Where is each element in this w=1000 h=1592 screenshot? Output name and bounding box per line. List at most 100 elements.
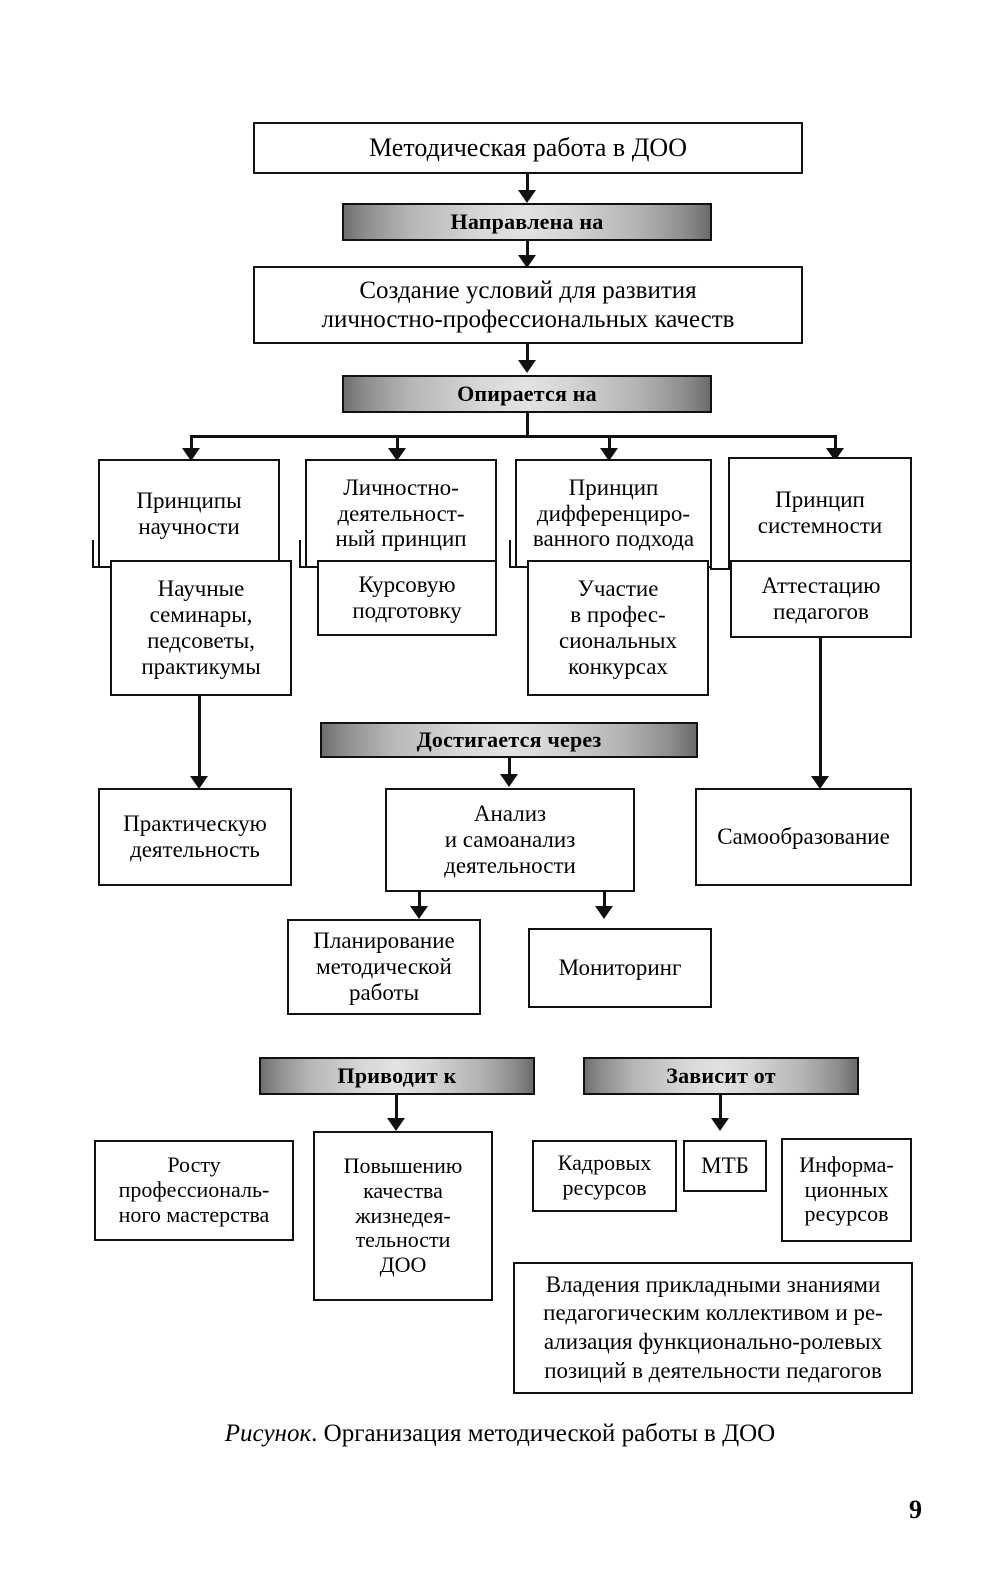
arrow-root-to-aimed bbox=[518, 190, 536, 203]
node-self-education: Самообразование bbox=[695, 788, 912, 886]
sub-scientific-l1: Научные bbox=[157, 576, 245, 602]
principle-scientific-line2: научности bbox=[138, 513, 240, 539]
sub-scientific-l4: практикумы bbox=[141, 653, 261, 679]
node-info-resources: Информа- ционных ресурсов bbox=[781, 1138, 912, 1242]
connector-relies-stem bbox=[526, 413, 529, 437]
node-conditions: Создание условий для развития личностно-… bbox=[253, 266, 803, 344]
practical-activity-l1: Практическую bbox=[123, 811, 267, 837]
sub-personal-l2: подготовку bbox=[352, 598, 462, 623]
arrow-leads-to-quality bbox=[387, 1118, 405, 1131]
principle-scientific-line1: Принципы bbox=[136, 487, 242, 513]
quality-l4: тельности bbox=[355, 1227, 451, 1253]
principle-diff-line3: ванного подхода bbox=[532, 526, 695, 552]
arrow-achieved-to-analysis bbox=[500, 774, 518, 787]
banner-depends-on-label: Зависит от bbox=[666, 1063, 776, 1088]
self-education-label: Самообразование bbox=[717, 823, 890, 849]
node-conditions-line1: Создание условий для развития bbox=[359, 276, 697, 304]
node-principle-personal-activity: Личностно- деятельност- ный принцип bbox=[305, 459, 497, 568]
node-sub-systemic: Аттестацию педагогов bbox=[730, 560, 912, 638]
analysis-l2: и самоанализ bbox=[444, 827, 576, 852]
sub-diff-l1: Участие bbox=[577, 576, 659, 602]
node-root: Методическая работа в ДОО bbox=[253, 122, 803, 174]
principle-diff-line2: дифференциро- bbox=[536, 500, 691, 526]
connector-relies-bus bbox=[190, 435, 836, 438]
page-number: 9 bbox=[909, 1495, 922, 1524]
applied-knowledge-l1: Владения прикладными знаниями bbox=[545, 1271, 881, 1297]
arrow-branch-1 bbox=[182, 448, 200, 461]
connector-analysis-to-planning bbox=[418, 892, 421, 912]
sub-systemic-l2: педагогов bbox=[773, 599, 869, 624]
node-conditions-line2: личностно-профессиональных качеств bbox=[321, 306, 735, 333]
node-sub-differentiated: Участие в профес- сиональных конкурсах bbox=[527, 560, 709, 696]
sub-scientific-l3: педсоветы, bbox=[147, 628, 255, 653]
connector-achieved-to-analysis bbox=[508, 758, 511, 780]
info-resources-l2: ционных bbox=[804, 1176, 889, 1202]
arrow-conditions-to-relies bbox=[518, 360, 536, 373]
connector-leads-to-quality bbox=[395, 1095, 398, 1123]
node-root-label: Методическая работа в ДОО bbox=[369, 132, 687, 162]
sub-diff-l3: сиональных bbox=[559, 628, 677, 653]
node-monitoring: Мониторинг bbox=[528, 928, 712, 1008]
node-analysis: Анализ и самоанализ деятельности bbox=[385, 788, 635, 892]
growth-l2: профессиональ- bbox=[118, 1177, 270, 1203]
quality-l3: жизнедея- bbox=[355, 1202, 451, 1228]
connector-depends-to-mtb bbox=[719, 1095, 722, 1123]
banner-aimed-at-label: Направлена на bbox=[450, 209, 604, 234]
principle-personal-line3: ный принцип bbox=[335, 526, 467, 552]
node-practical-activity: Практическую деятельность bbox=[98, 788, 292, 886]
connector-conditions-to-relies bbox=[526, 344, 529, 368]
info-resources-l1: Информа- bbox=[799, 1151, 894, 1177]
node-applied-knowledge: Владения прикладными знаниями педагогиче… bbox=[513, 1262, 913, 1394]
arrow-branch-2 bbox=[388, 448, 406, 461]
info-resources-l3: ресурсов bbox=[804, 1201, 889, 1227]
connector-branch-2 bbox=[396, 435, 399, 453]
planning-l3: работы bbox=[348, 979, 420, 1005]
planning-l2: методической bbox=[316, 954, 452, 979]
arrow-branch-3 bbox=[600, 448, 618, 461]
banner-relies-on: Опирается на bbox=[342, 375, 712, 413]
node-sub-personal-activity: Курсовую подготовку bbox=[317, 560, 497, 636]
connector-analysis-to-monitoring bbox=[603, 892, 606, 912]
monitoring-label: Мониторинг bbox=[558, 954, 682, 980]
connector-branch-3 bbox=[608, 435, 611, 453]
banner-relies-on-label: Опирается на bbox=[457, 381, 597, 406]
arrow-sub-systemic-to-self-education bbox=[811, 776, 829, 789]
sub-personal-l1: Курсовую bbox=[358, 572, 456, 598]
applied-knowledge-l4: позиций в деятельности педагогов bbox=[544, 1357, 882, 1383]
sub-systemic-l1: Аттестацию bbox=[761, 573, 881, 599]
node-principle-differentiated: Принцип дифференциро- ванного подхода bbox=[515, 459, 712, 568]
connector-sub-scientific-to-practical bbox=[198, 696, 201, 782]
hr-resources-l2: ресурсов bbox=[562, 1175, 647, 1200]
principle-diff-line1: Принцип bbox=[568, 474, 659, 500]
applied-knowledge-l2: педагогическим коллективом и ре- bbox=[543, 1300, 883, 1326]
connector-sub-systemic-to-self-education bbox=[819, 638, 822, 784]
arrow-analysis-to-planning bbox=[410, 906, 428, 919]
banner-depends-on: Зависит от bbox=[583, 1057, 859, 1095]
arrow-aimed-to-conditions bbox=[518, 255, 536, 268]
analysis-l3: деятельности bbox=[444, 852, 576, 878]
analysis-l1: Анализ bbox=[473, 801, 547, 827]
node-sub-scientific: Научные семинары, педсоветы, практикумы bbox=[110, 560, 292, 696]
connector-branch-4 bbox=[834, 435, 837, 453]
node-principle-systemic: Принцип системности bbox=[728, 457, 912, 568]
figure-caption: Рисунок. Организация методической работы… bbox=[0, 1420, 1000, 1448]
node-planning: Планирование методической работы bbox=[287, 919, 481, 1015]
planning-l1: Планирование bbox=[313, 928, 455, 954]
banner-leads-to-label: Приводит к bbox=[337, 1063, 457, 1088]
banner-achieved-through-label: Достигается через bbox=[416, 727, 602, 752]
practical-activity-l2: деятельность bbox=[130, 837, 260, 862]
quality-l5: ДОО bbox=[379, 1252, 427, 1278]
growth-l1: Росту bbox=[167, 1152, 221, 1178]
sub-scientific-l2: семинары, bbox=[149, 602, 253, 628]
quality-l1: Повышению bbox=[343, 1152, 463, 1178]
node-mtb: МТБ bbox=[683, 1140, 767, 1192]
connector-branch-1 bbox=[190, 435, 193, 453]
banner-aimed-at: Направлена на bbox=[342, 203, 712, 241]
node-growth: Росту профессиональ- ного мастерства bbox=[94, 1140, 294, 1241]
sub-diff-l2: в профес- bbox=[570, 602, 666, 628]
node-hr-resources: Кадровых ресурсов bbox=[532, 1140, 677, 1212]
banner-leads-to: Приводит к bbox=[259, 1057, 535, 1095]
connector-aimed-to-conditions bbox=[526, 241, 529, 263]
principle-systemic-line1: Принцип bbox=[775, 486, 865, 512]
